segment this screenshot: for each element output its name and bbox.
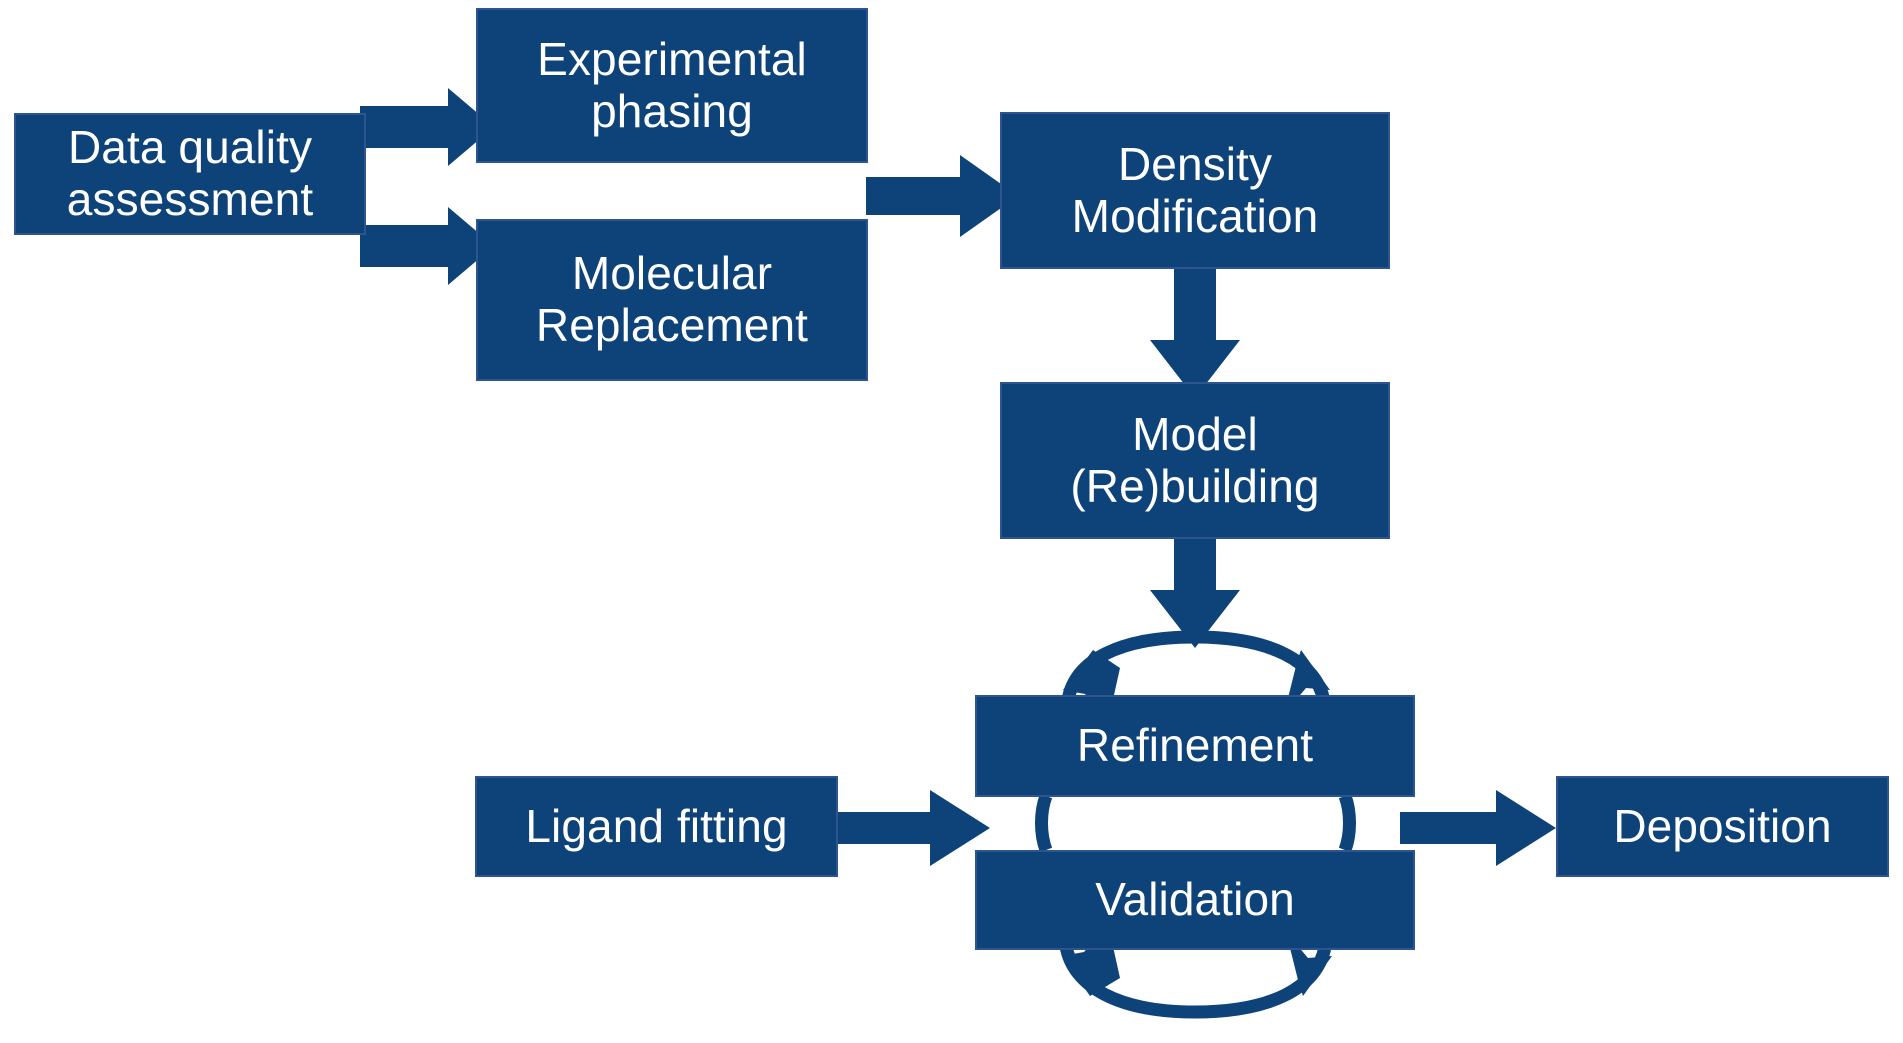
node-validation[interactable]: Validation: [975, 850, 1415, 950]
arrow-model-rebuilding-to-refinement-cycle: [1150, 532, 1240, 648]
arrow-phasing-to-density-modification: [866, 155, 1018, 237]
node-label: Refinement: [1076, 719, 1314, 772]
arrow-ligand-fitting-to-refinement-cycle: [834, 790, 990, 866]
node-data-quality-assessment[interactable]: Data quality assessment: [14, 113, 366, 235]
arrow-density-modification-to-model-rebuilding: [1150, 262, 1240, 398]
node-model-rebuilding[interactable]: Model (Re)building: [1000, 382, 1390, 539]
cycle-ring-side-segments: [1035, 793, 1356, 853]
node-refinement[interactable]: Refinement: [975, 695, 1415, 797]
node-label: Validation: [1095, 873, 1295, 926]
node-deposition[interactable]: Deposition: [1556, 776, 1889, 877]
node-label: Model (Re)building: [1070, 407, 1320, 512]
node-density-modification[interactable]: Density Modification: [1000, 112, 1390, 269]
arrow-data-quality-to-molecular-replacement: [360, 207, 494, 285]
node-label: Ligand fitting: [525, 799, 788, 852]
node-label: Data quality assessment: [66, 121, 314, 225]
arrow-data-quality-to-experimental-phasing: [360, 88, 494, 166]
node-label: Molecular Replacement: [535, 247, 809, 351]
node-experimental-phasing[interactable]: Experimental phasing: [476, 8, 868, 163]
node-label: Density Modification: [1071, 137, 1319, 242]
node-ligand-fitting[interactable]: Ligand fitting: [475, 776, 838, 877]
arrow-cycle-to-deposition: [1400, 790, 1556, 866]
node-molecular-replacement[interactable]: Molecular Replacement: [476, 219, 868, 381]
node-label: Deposition: [1613, 799, 1832, 852]
node-label: Experimental phasing: [537, 32, 807, 137]
